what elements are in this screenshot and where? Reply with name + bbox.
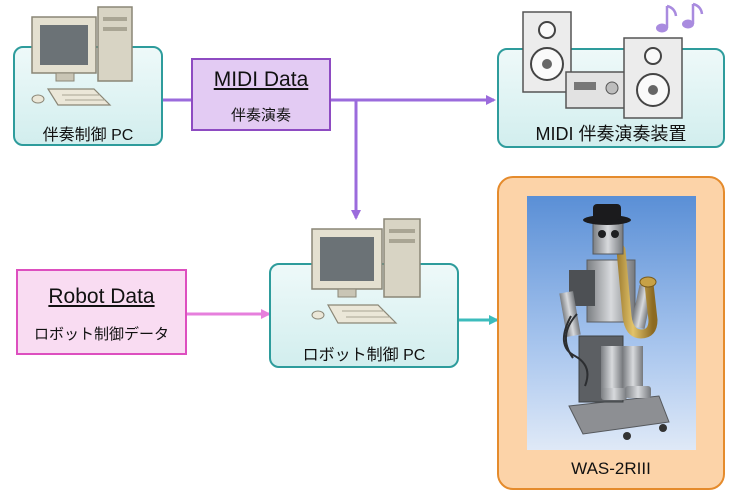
computer-icon <box>31 6 133 106</box>
midi-data-subtitle: 伴奏演奏 <box>230 107 291 124</box>
computer-icon <box>311 218 421 324</box>
robot-photo <box>527 196 696 450</box>
robot-pc-label: ロボット制御 PC <box>302 347 426 364</box>
robot-data-title: Robot Data <box>48 285 155 308</box>
robot-label: WAS-2RIII <box>571 459 651 478</box>
speaker-system-icon <box>522 11 683 119</box>
midi-data-node: MIDI Data 伴奏演奏 <box>191 58 331 131</box>
accompaniment-pc-label: 伴奏制御 PC <box>42 127 134 144</box>
robot-data-subtitle: ロボット制御データ <box>33 326 169 343</box>
midi-device-label: MIDI 伴奏演奏装置 <box>535 124 687 144</box>
music-note-icon <box>656 2 704 33</box>
midi-data-title: MIDI Data <box>213 68 309 91</box>
robot-data-node: Robot Data ロボット制御データ <box>16 269 187 355</box>
